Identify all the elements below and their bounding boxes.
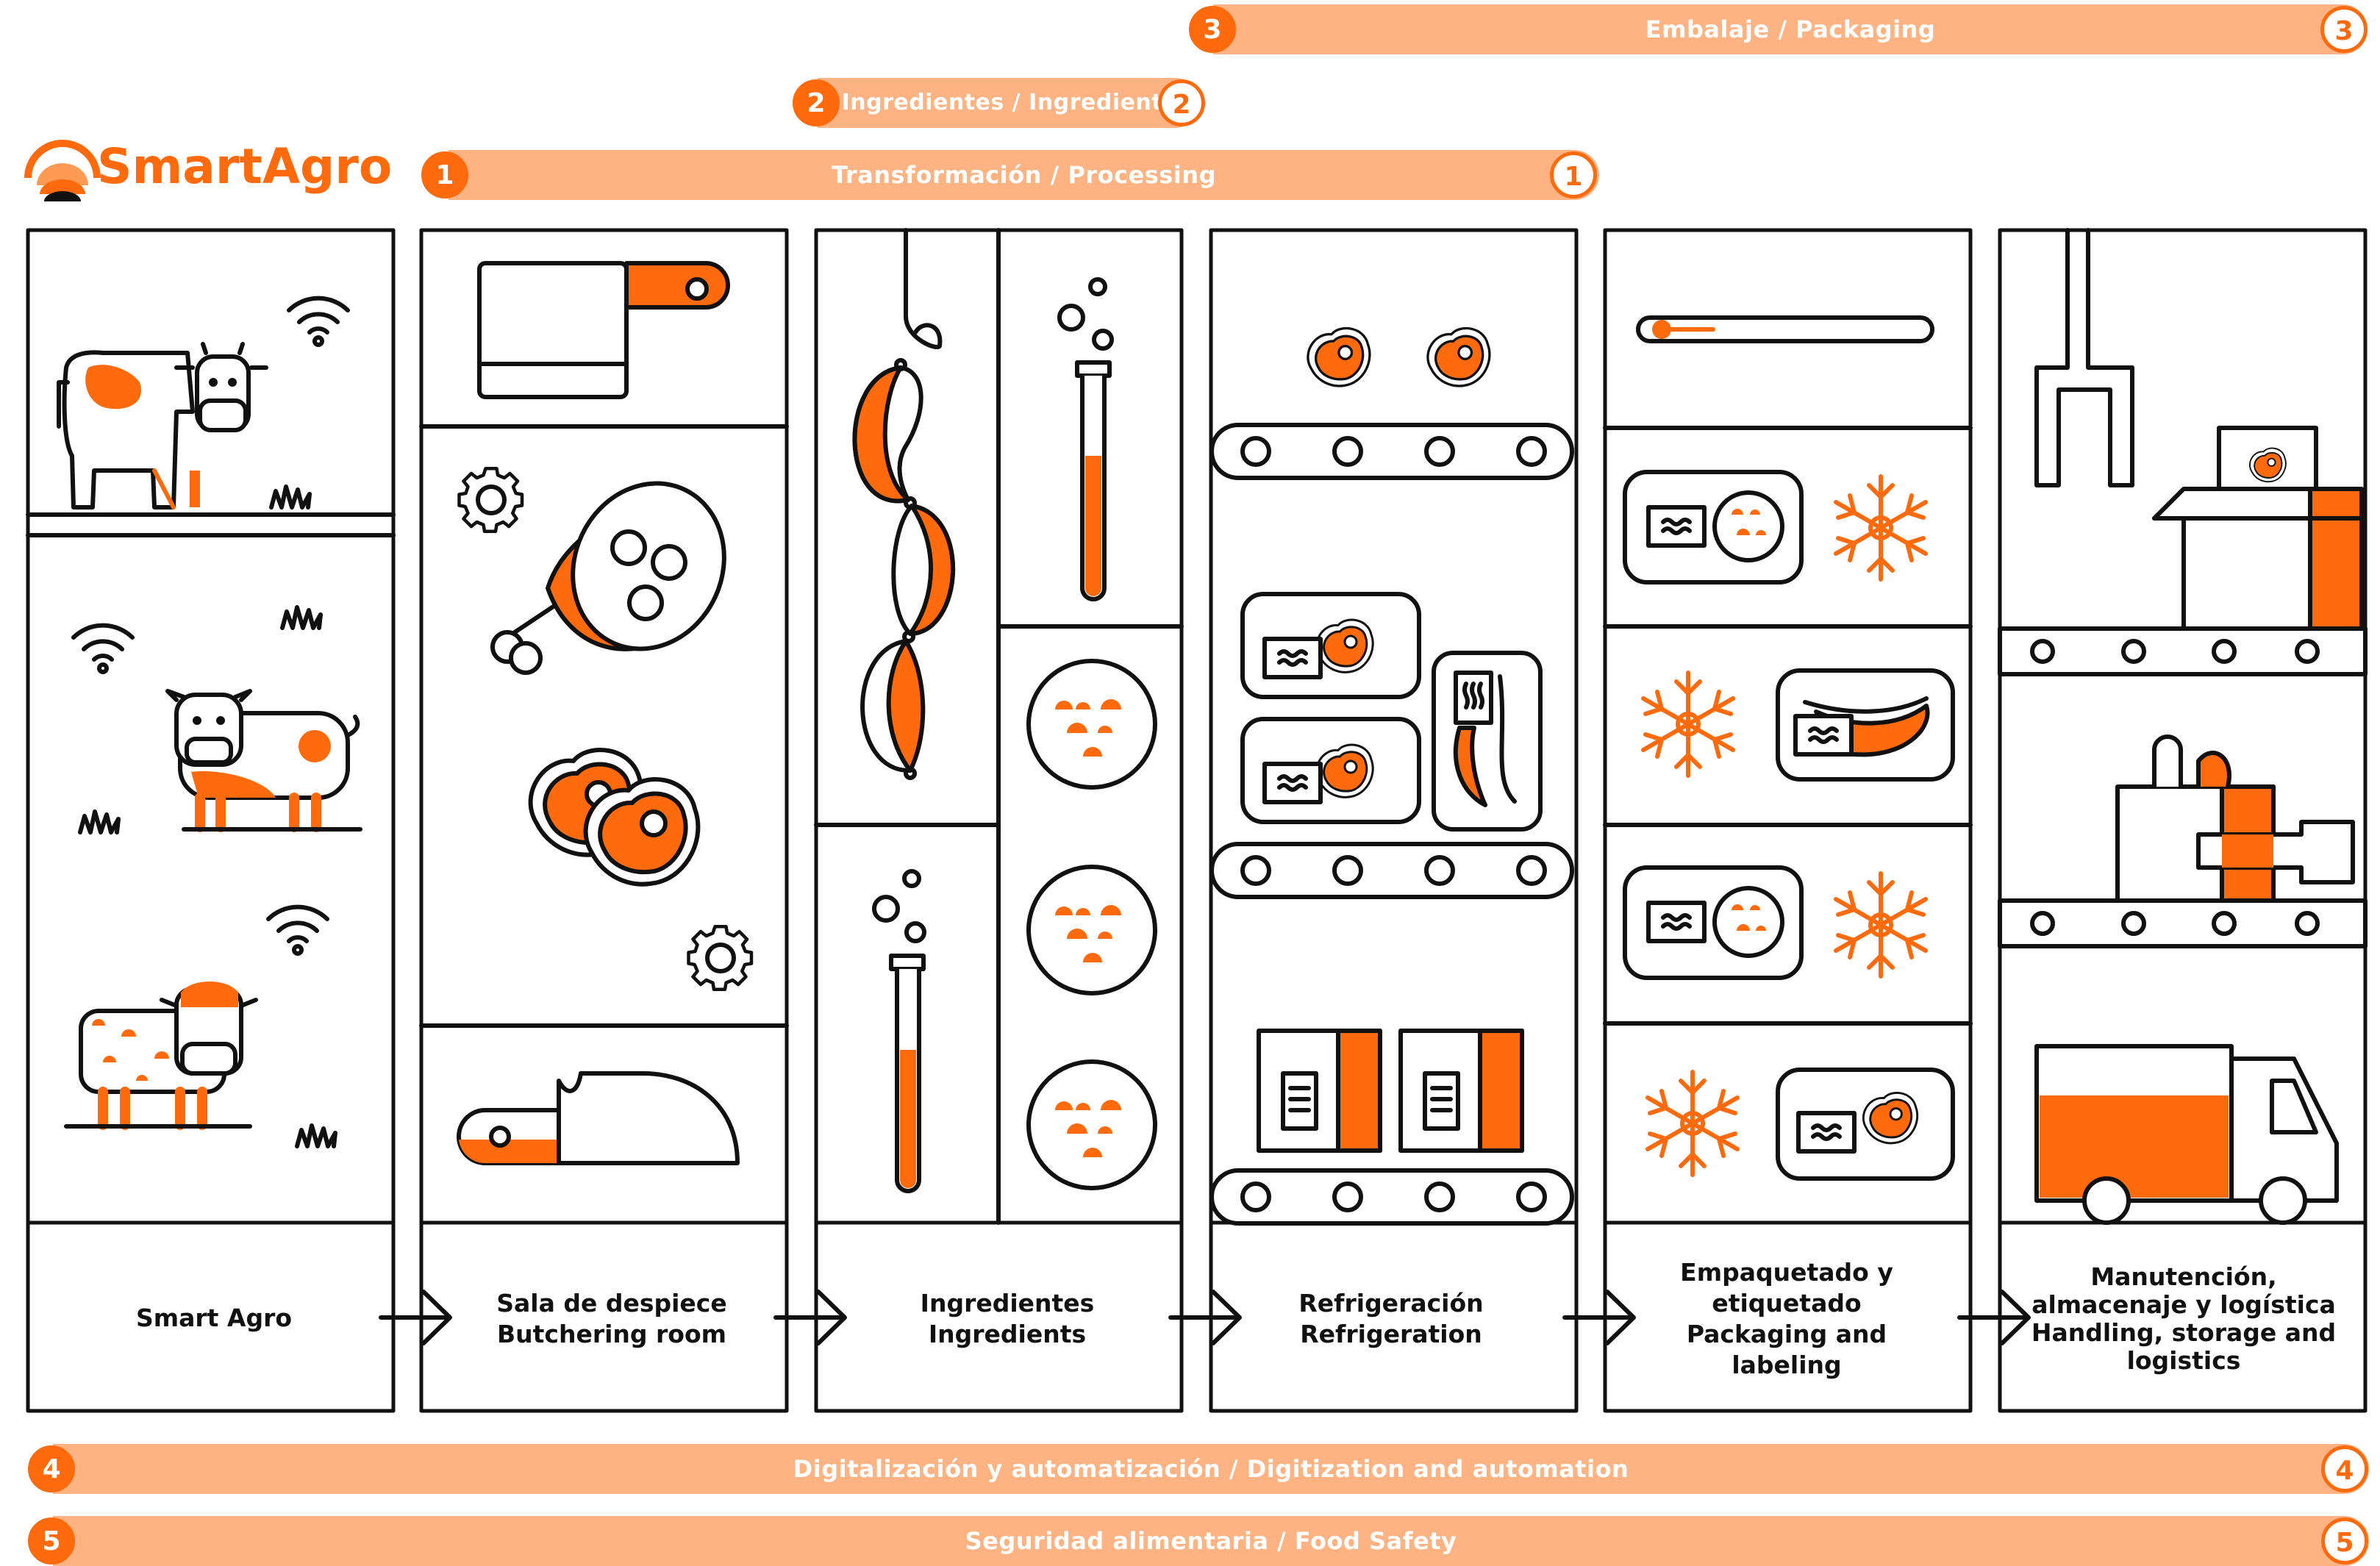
stage-label-ingredients: Ingredientes Ingredients	[846, 1288, 1169, 1350]
labeled-tray-2	[1625, 868, 1801, 978]
cow-icon	[59, 344, 266, 507]
boxed-product-1	[1259, 1031, 1380, 1151]
stage-label-butchering: Sala de despiece Butchering room	[450, 1288, 773, 1350]
robot-gripper-icon	[2037, 230, 2132, 485]
stage-4-line-1: Refrigeración	[1229, 1288, 1553, 1319]
test-tube-icon-2	[874, 871, 924, 1191]
stage-2-line-2: Butchering room	[450, 1319, 773, 1350]
column-frames	[28, 230, 2365, 1411]
stage-1-line-1: Smart Agro	[44, 1303, 384, 1334]
stage-5-line-2: etiquetado	[1625, 1288, 1948, 1319]
stage-6-line-4: logistics	[2022, 1347, 2345, 1375]
sausages-icon	[854, 360, 953, 778]
stage-3-line-2: Ingredients	[846, 1319, 1169, 1350]
stage-label-logistics: Manutención, almacenaje y logística Hand…	[2022, 1263, 2345, 1375]
stage-4-line-2: Refrigeration	[1229, 1319, 1553, 1350]
boxing-machine-icon	[2118, 737, 2353, 901]
truck-icon	[2037, 1046, 2337, 1223]
stage-5-line-3: Packaging and	[1625, 1319, 1948, 1350]
stage-6-line-1: Manutención,	[2022, 1263, 2345, 1291]
boxed-product-2	[1401, 1031, 1522, 1151]
test-tube-icon	[1059, 279, 1112, 599]
thermometer-icon	[1638, 318, 1932, 341]
box-with-tray	[2154, 428, 2362, 629]
stage-5-line-4: labeling	[1625, 1350, 1948, 1381]
stage-3-line-1: Ingredientes	[846, 1288, 1169, 1319]
column-smart-agro	[28, 298, 393, 1146]
column-logistics	[2000, 230, 2365, 1223]
stage-label-packaging: Empaquetado y etiquetado Packaging and l…	[1625, 1257, 1948, 1381]
stage-5-line-1: Empaquetado y	[1625, 1257, 1948, 1288]
packed-steak-tray-2	[1243, 719, 1419, 822]
packed-steak-tray-1	[1243, 594, 1419, 697]
knife-icon	[459, 1073, 737, 1163]
small-steak-1	[1308, 329, 1370, 386]
labeled-steak-tray	[1778, 1070, 1953, 1179]
spotted-cow-icon	[66, 982, 256, 1126]
stage-6-line-3: Handling, storage and	[2022, 1319, 2345, 1347]
stage-label-smart-agro: Smart Agro	[44, 1303, 384, 1334]
column-packaging	[1605, 318, 1970, 1179]
ham-icon	[493, 459, 751, 674]
labeled-sausage-tray	[1778, 671, 1953, 779]
labeled-tray-1	[1625, 472, 1801, 582]
column-ingredients	[816, 230, 1182, 1223]
stage-2-line-1: Sala de despiece	[450, 1288, 773, 1319]
stage-label-refrigeration: Refrigeración Refrigeration	[1229, 1288, 1553, 1350]
column-butchering	[421, 263, 787, 1163]
cleaver-icon	[479, 263, 728, 397]
column-refrigeration	[1212, 329, 1572, 1223]
stage-6-line-2: almacenaje y logística	[2022, 1291, 2345, 1319]
pig-icon	[168, 691, 360, 829]
small-steak-2	[1428, 329, 1490, 386]
packed-sausage-tray	[1434, 653, 1540, 829]
